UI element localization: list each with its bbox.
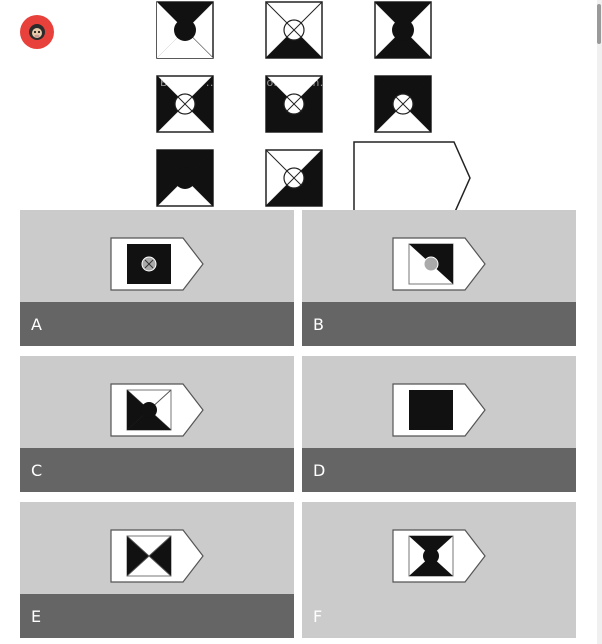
- option-b-figure: [392, 237, 486, 291]
- cell-r2c2: [265, 75, 323, 133]
- scrollbar-thumb[interactable]: [597, 4, 601, 44]
- option-d-label-bar: [302, 448, 576, 492]
- option-a[interactable]: A: [20, 210, 294, 346]
- option-f[interactable]: F: [302, 502, 576, 638]
- option-c[interactable]: C: [20, 356, 294, 492]
- scrollbar-track[interactable]: [597, 0, 602, 644]
- option-b-letter: B: [313, 315, 324, 334]
- option-e-figure: [110, 529, 204, 583]
- cell-r2c1: [156, 75, 214, 133]
- option-c-figure: [110, 383, 204, 437]
- question-figure: [150, 0, 490, 210]
- option-c-label-bar: [20, 448, 294, 492]
- watermark-text: Brainly ... Education ... Em...: [160, 76, 332, 89]
- option-f-letter: F: [313, 607, 323, 626]
- option-d[interactable]: D: [302, 356, 576, 492]
- option-c-letter: C: [31, 461, 43, 480]
- option-e-label-bar: [20, 594, 294, 638]
- cell-r3c1: [156, 149, 214, 207]
- user-avatar[interactable]: [20, 15, 54, 49]
- option-a-figure: [110, 237, 204, 291]
- option-e-letter: E: [31, 607, 42, 626]
- cell-r1c2: [265, 1, 323, 59]
- option-d-figure: [392, 383, 486, 437]
- option-e[interactable]: E: [20, 502, 294, 638]
- option-d-letter: D: [313, 461, 326, 480]
- option-b[interactable]: B: [302, 210, 576, 346]
- option-b-label-bar: [302, 302, 576, 346]
- cell-r2c3: [374, 75, 432, 133]
- option-a-label-bar: [20, 302, 294, 346]
- option-f-label-bar: [302, 594, 576, 638]
- cell-r3c2: [265, 149, 323, 207]
- cell-r1c3: [374, 1, 432, 59]
- option-f-figure: [392, 529, 486, 583]
- option-a-letter: A: [31, 315, 42, 334]
- cell-r1c1: [156, 1, 214, 59]
- answer-placeholder: [353, 141, 471, 210]
- monkey-icon: [29, 24, 45, 40]
